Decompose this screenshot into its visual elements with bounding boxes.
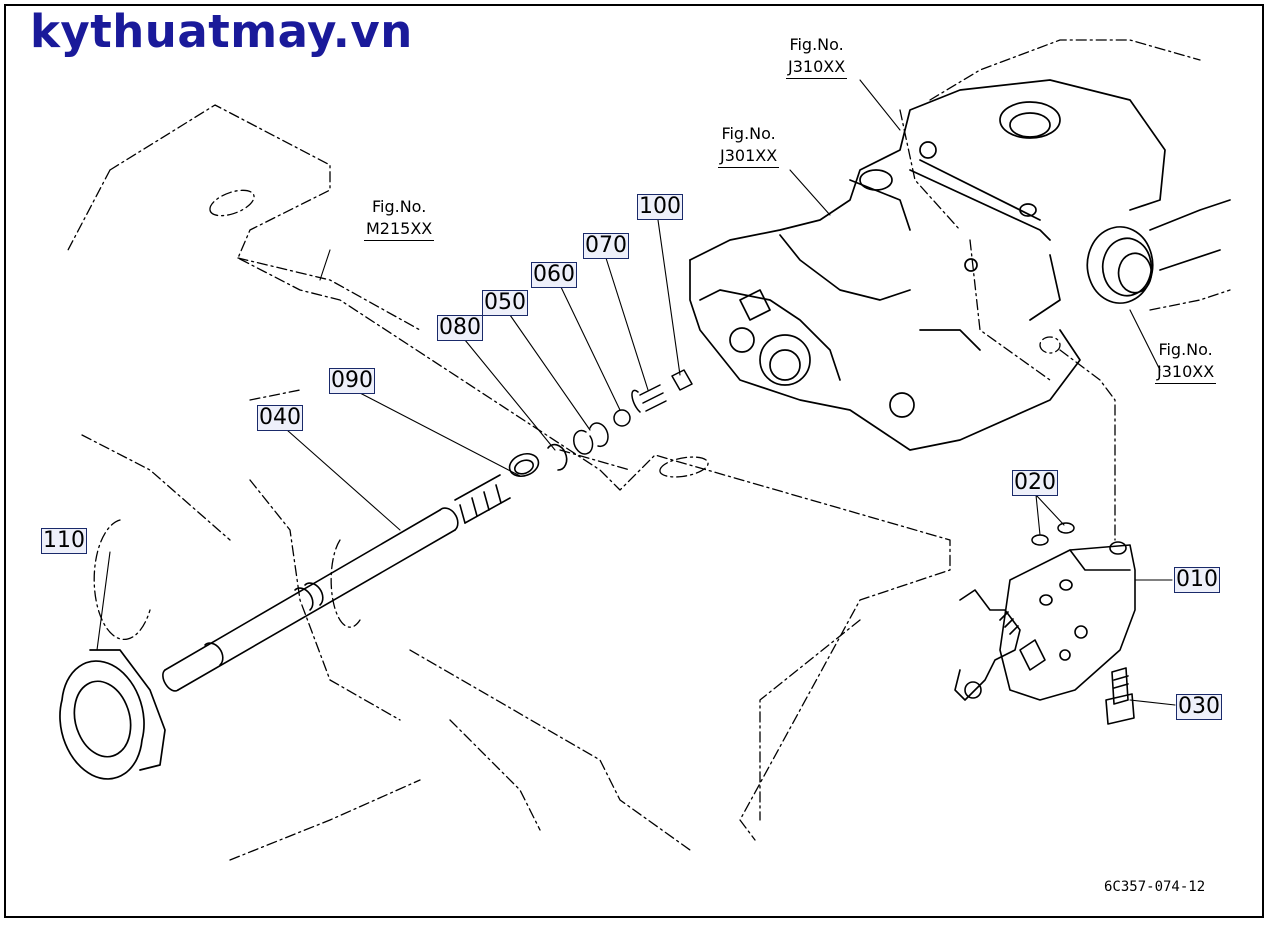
housing-phantom-lines	[67, 39, 1231, 861]
part-label-040: 040	[257, 405, 303, 431]
site-watermark: kythuatmay.vn	[30, 5, 413, 58]
part-label-080: 080	[437, 315, 483, 341]
part-label-100: 100	[637, 194, 683, 220]
leader-lines	[96, 79, 1176, 706]
oil-seal	[59, 649, 166, 780]
figure-ref-right-prefix: Fig.No.	[1158, 340, 1213, 359]
figure-ref-mid: Fig.No. J301XX	[718, 123, 780, 168]
o-rings-020	[1031, 522, 1075, 546]
part-label-010: 010	[1174, 567, 1220, 593]
part-label-030: 030	[1176, 694, 1222, 720]
figure-ref-top-code: J310XX	[786, 56, 848, 79]
figure-ref-right: Fig.No. J310XX	[1155, 339, 1217, 384]
valve-unit	[954, 541, 1136, 701]
snap-rings	[508, 443, 568, 477]
valve-housing	[689, 79, 1231, 451]
bolt-030	[1105, 667, 1135, 725]
part-label-110: 110	[41, 528, 87, 554]
figure-ref-left: Fig.No. M215XX	[364, 196, 435, 241]
part-label-050: 050	[482, 290, 528, 316]
figure-ref-right-code: J310XX	[1155, 361, 1217, 384]
part-label-020: 020	[1012, 470, 1058, 496]
part-label-060: 060	[531, 262, 577, 288]
figure-ref-top: Fig.No. J310XX	[786, 34, 848, 79]
part-label-070: 070	[583, 233, 629, 259]
drawing-number: 6C357-074-12	[1104, 879, 1206, 895]
figure-ref-mid-code: J301XX	[718, 145, 780, 168]
part-label-090: 090	[329, 368, 375, 394]
figure-ref-left-code: M215XX	[364, 218, 435, 241]
figure-ref-left-prefix: Fig.No.	[371, 197, 427, 216]
figure-ref-mid-prefix: Fig.No.	[721, 124, 776, 143]
figure-ref-top-prefix: Fig.No.	[789, 35, 844, 54]
spool-shaft	[162, 474, 511, 692]
spring-and-ball	[573, 369, 693, 455]
diagram-frame	[4, 4, 1264, 918]
